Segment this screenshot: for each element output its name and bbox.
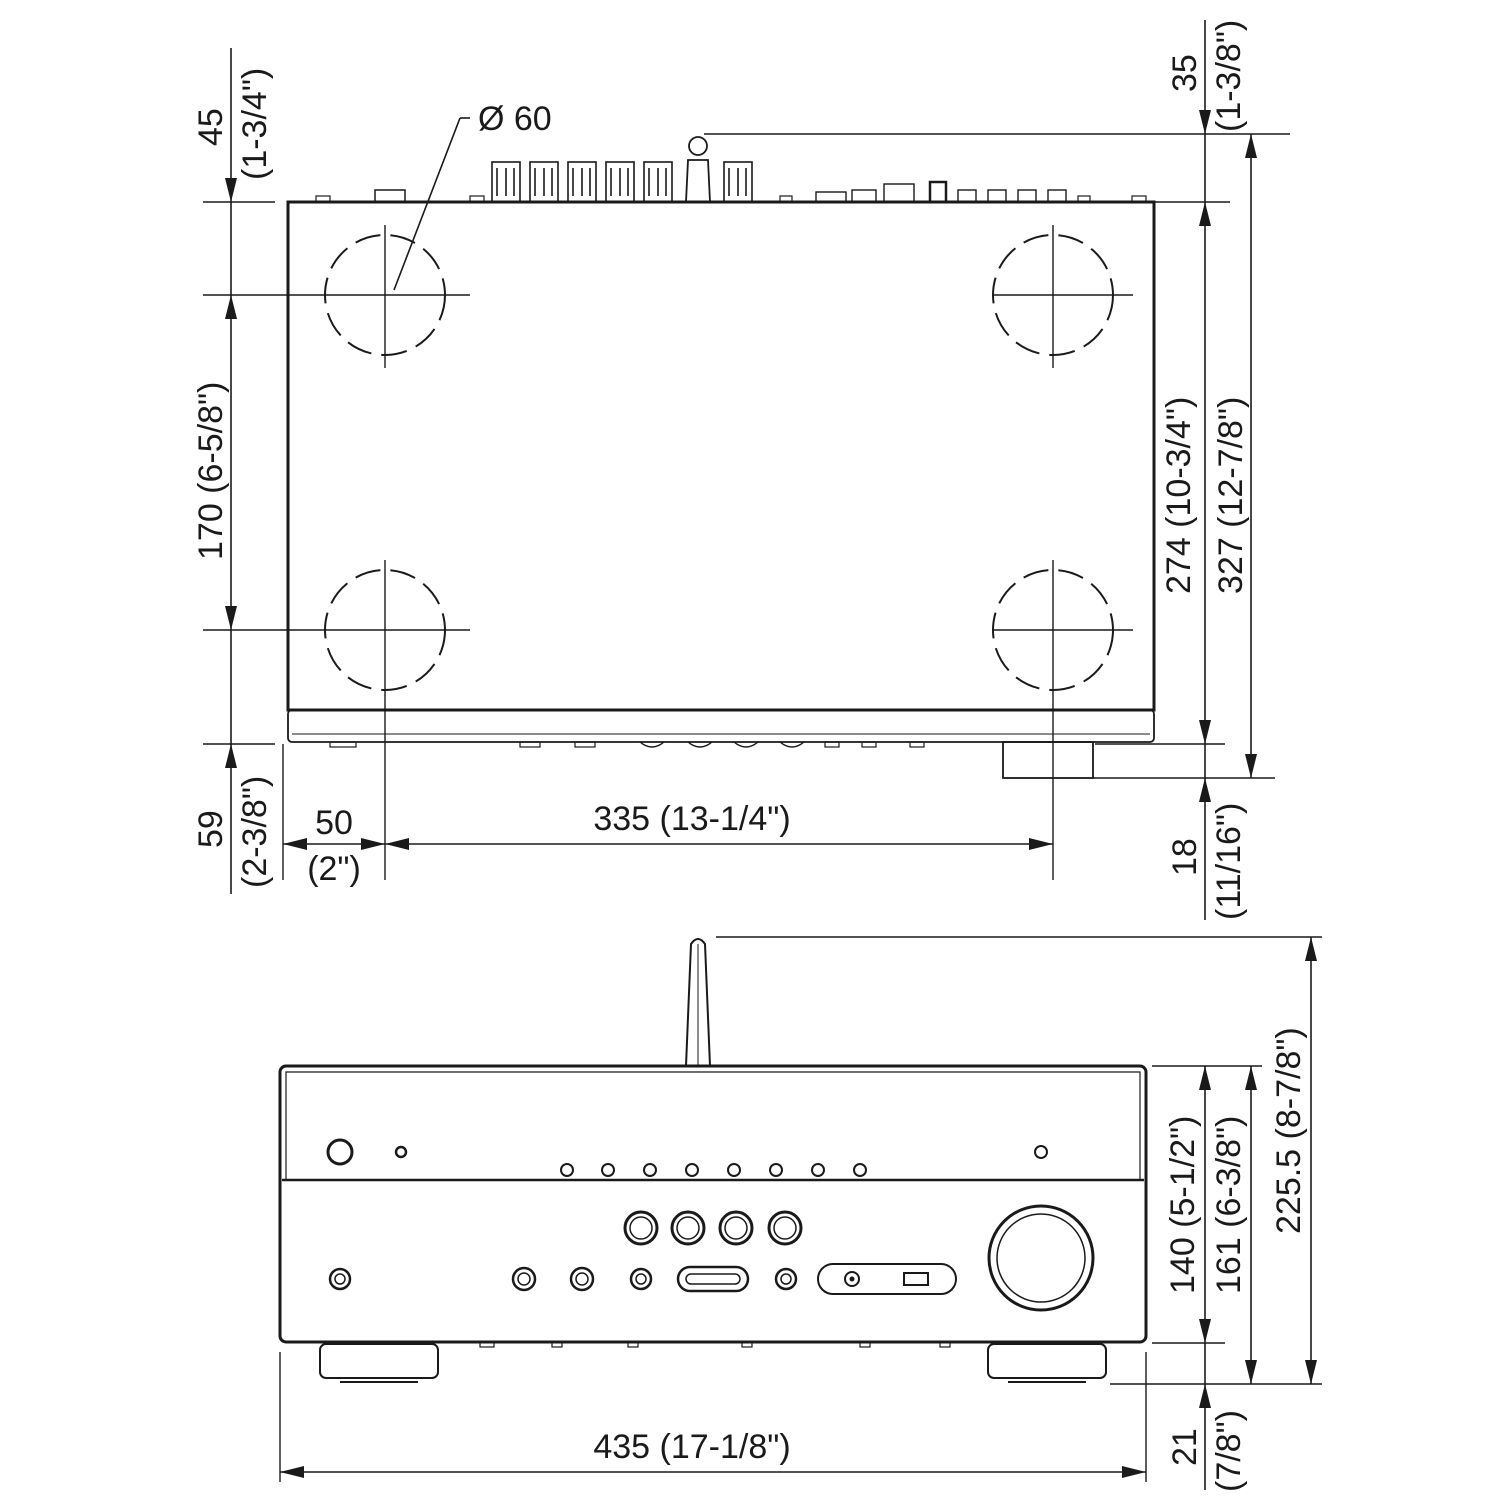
left-dimensions [203, 48, 284, 894]
dim-59: 59 [192, 810, 230, 848]
scene-buttons [623, 1210, 803, 1246]
foot-position-markers [203, 225, 1133, 880]
front-foot-right [1002, 741, 1094, 779]
antenna-tip [688, 136, 708, 156]
front-controls-row [328, 1263, 957, 1295]
dim-435: 435 (17-1/8") [593, 1428, 790, 1466]
standby-indicator [394, 1145, 408, 1159]
receiver-front-body [278, 1064, 1148, 1344]
rear-terminals [315, 136, 1147, 204]
dim-327: 327 (12-7/8") [1212, 397, 1250, 594]
dim-274: 274 (10-3/4") [1160, 397, 1198, 594]
dim-170: 170 (6-5/8") [192, 382, 230, 560]
height-dimensions [716, 936, 1322, 1490]
front-panel-top-edge [287, 709, 1155, 743]
receiver-top-body [286, 200, 1156, 712]
dim-35-inch: (1-3/8") [1210, 20, 1248, 132]
antenna [685, 938, 711, 1067]
dim-45-inch: (1-3/4") [236, 68, 274, 180]
power-button [326, 1138, 354, 1166]
dim-18: 18 [1166, 838, 1204, 876]
dim-18-inch: (11/16") [1210, 803, 1248, 920]
dim-50-inch: (2") [307, 850, 361, 888]
dim-140: 140 (5-1/2") [1164, 1116, 1202, 1294]
front-feet [319, 1341, 1107, 1383]
dim-21-inch: (7/8") [1210, 1410, 1248, 1492]
dim-335: 335 (13-1/4") [593, 800, 790, 838]
dim-225: 225.5 (8-7/8") [1270, 1027, 1308, 1234]
top-view: Ø 60 45 (1-3/4") 170 (6-5/8") 59 (2-3/8"… [192, 20, 1290, 920]
front-view: 435 (17-1/8") 140 (5-1/2") 161 (6-3/8") … [278, 936, 1322, 1492]
width-dimension [279, 1352, 1147, 1482]
right-dimensions [704, 20, 1290, 920]
dim-45: 45 [192, 108, 230, 146]
front-edge-controls [329, 741, 925, 748]
dim-50: 50 [315, 804, 353, 842]
display-window [285, 1071, 1141, 1180]
sensor-indicator [1034, 1145, 1048, 1159]
dim-59-inch: (2-3/8") [236, 776, 274, 888]
dim-21: 21 [1166, 1428, 1204, 1466]
diameter-label: Ø 60 [478, 100, 552, 138]
bottom-dimensions [283, 838, 1053, 850]
volume-knob [987, 1204, 1095, 1312]
input-indicator-row [560, 1163, 867, 1177]
dim-35: 35 [1166, 54, 1204, 92]
dim-161: 161 (6-3/8") [1210, 1116, 1248, 1294]
